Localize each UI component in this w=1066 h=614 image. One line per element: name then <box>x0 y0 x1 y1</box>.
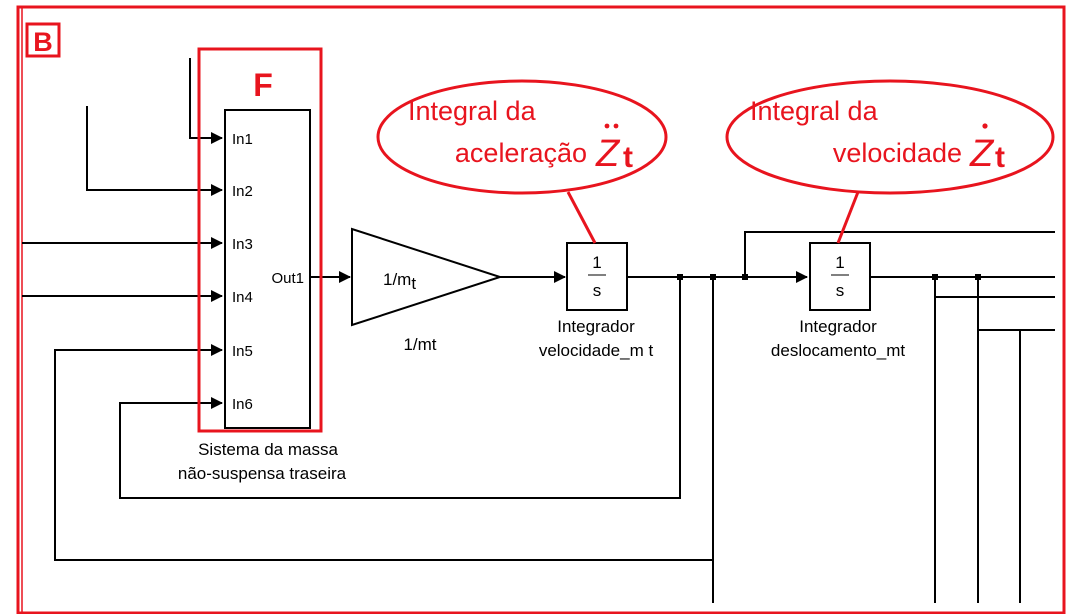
callout-accel-dot1 <box>604 123 610 129</box>
callout-accel-symbol: Z <box>595 133 621 175</box>
callout-vel-line1: Integral da <box>750 96 879 126</box>
subsystem-caption-2: não-suspensa traseira <box>178 464 347 483</box>
integrator-velocidade[interactable] <box>566 242 628 311</box>
branch-node <box>975 274 981 280</box>
callout-vel-symbol: Z <box>969 133 995 175</box>
wire-in2 <box>86 106 223 196</box>
port-in1: In1 <box>232 131 253 148</box>
panel-label-box <box>25 22 61 58</box>
port-in2: In2 <box>232 183 253 200</box>
integrator-deslocamento[interactable] <box>809 242 871 311</box>
gain-text: 1/mt <box>383 270 416 293</box>
callout-accel-dot2 <box>613 123 619 129</box>
callout-vel-line2: velocidade <box>833 138 962 168</box>
gain-block[interactable] <box>351 227 504 327</box>
highlight-box-f <box>197 47 323 433</box>
subsystem-block[interactable] <box>224 109 311 429</box>
port-in3: In3 <box>232 236 253 253</box>
integrator2-caption-1: Integrador <box>799 317 877 336</box>
gain-caption: 1/mt <box>403 335 436 354</box>
callout-accel-line2: aceleração <box>455 138 587 168</box>
signal-lines <box>22 58 1055 603</box>
callout-accel-subscript: t <box>623 141 633 174</box>
wire-in6 <box>119 277 681 499</box>
callout-vel-bubble <box>725 79 1055 195</box>
panel-frame <box>16 5 1066 614</box>
callout-accel-pointer <box>566 191 597 244</box>
branch-nodes <box>677 274 981 280</box>
branch-node <box>710 274 716 280</box>
highlight-label-f: F <box>253 67 273 103</box>
integrator1-caption-2: velocidade_m t <box>539 341 654 360</box>
integrator2-numerator: 1 <box>835 253 844 272</box>
branch-node <box>932 274 938 280</box>
integrator1-caption-1: Integrador <box>557 317 635 336</box>
callout-accel-bubble <box>376 79 668 195</box>
branch-node <box>742 274 748 280</box>
port-in4: In4 <box>232 289 253 306</box>
port-in6: In6 <box>232 396 253 413</box>
wire-disp-branch-b <box>977 277 1055 331</box>
wire-vel-right <box>744 231 1055 277</box>
integrator1-denominator: s <box>593 281 602 300</box>
callout-vel-pointer <box>836 191 860 244</box>
port-out1: Out1 <box>271 270 304 287</box>
port-in5: In5 <box>232 343 253 360</box>
wire-in1 <box>189 58 223 144</box>
integrator2-caption-2: deslocamento_mt <box>771 341 905 360</box>
callout-accel-line1: Integral da <box>408 96 537 126</box>
callout-vel-dot <box>982 123 988 129</box>
panel-label: B <box>33 27 53 57</box>
integrator2-denominator: s <box>836 281 845 300</box>
wire-in5 <box>54 277 714 561</box>
integrator1-numerator: 1 <box>592 253 601 272</box>
callout-vel-subscript: t <box>995 141 1005 174</box>
branch-node <box>677 274 683 280</box>
wire-disp-branch-a <box>934 277 1055 298</box>
subsystem-caption-1: Sistema da massa <box>198 440 338 459</box>
